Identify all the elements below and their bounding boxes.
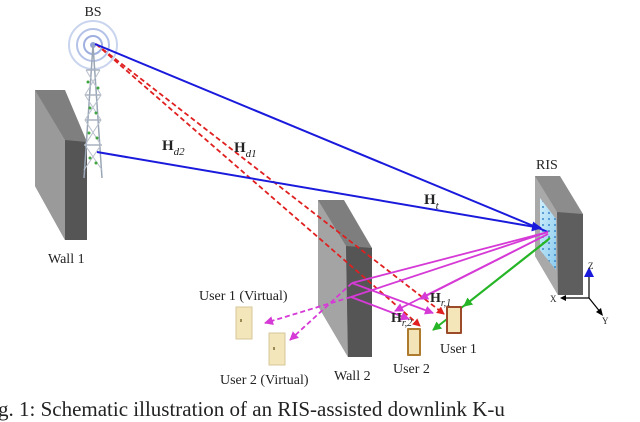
wall-2-label: Wall 2 bbox=[334, 369, 371, 384]
reflection-links bbox=[264, 231, 549, 341]
user-1-virtual-device bbox=[235, 306, 253, 340]
user-2-virtual-label: User 2 (Virtual) bbox=[220, 373, 309, 388]
user-1-virtual-label: User 1 (Virtual) bbox=[199, 289, 288, 304]
channel-label-hr2: Hr,2 bbox=[391, 311, 412, 329]
axis-z-label: Z bbox=[588, 261, 594, 271]
bs-tower bbox=[68, 20, 118, 179]
bs-ris-link-lower bbox=[96, 151, 542, 232]
wall2-user2-ray bbox=[350, 296, 410, 321]
user-1-device bbox=[446, 306, 462, 334]
wall-1-label: Wall 1 bbox=[48, 252, 85, 267]
wall-1 bbox=[35, 90, 87, 240]
channel-label-hr1: Hr,1 bbox=[430, 291, 451, 309]
wall2-user1-ray bbox=[351, 282, 434, 315]
wall-2 bbox=[318, 200, 372, 357]
channel-label-hd2: Hd2 bbox=[162, 138, 185, 158]
virtual-user2-ray bbox=[289, 282, 353, 341]
user-2-device bbox=[407, 328, 421, 356]
user-2-label: User 2 bbox=[393, 362, 430, 377]
ris-wall2-ray-a bbox=[350, 231, 549, 298]
figure-caption: g. 1: Schematic illustration of an RIS-a… bbox=[0, 397, 505, 421]
ris-wall2-ray-b bbox=[351, 231, 549, 284]
bs-ris-link-upper bbox=[94, 43, 549, 233]
axis-y-label: Y bbox=[602, 316, 609, 326]
ris-user1-ray bbox=[419, 233, 549, 300]
user-2-virtual-device bbox=[268, 332, 286, 366]
ris-label: RIS bbox=[536, 158, 558, 173]
user-1-label: User 1 bbox=[440, 342, 477, 357]
channel-label-hd1: Hd1 bbox=[234, 140, 257, 160]
ris-panel bbox=[535, 176, 583, 295]
channel-label-ht: Ht bbox=[424, 192, 440, 212]
bs-ris-links bbox=[94, 43, 549, 233]
axis-x-label: X bbox=[550, 294, 557, 304]
bs-label: BS bbox=[84, 5, 101, 20]
tower-dots bbox=[86, 80, 100, 165]
direct-link-user1 bbox=[95, 43, 445, 315]
direct-links bbox=[95, 43, 445, 327]
virtual-user1-ray bbox=[264, 296, 352, 325]
axes-icon bbox=[560, 267, 603, 316]
